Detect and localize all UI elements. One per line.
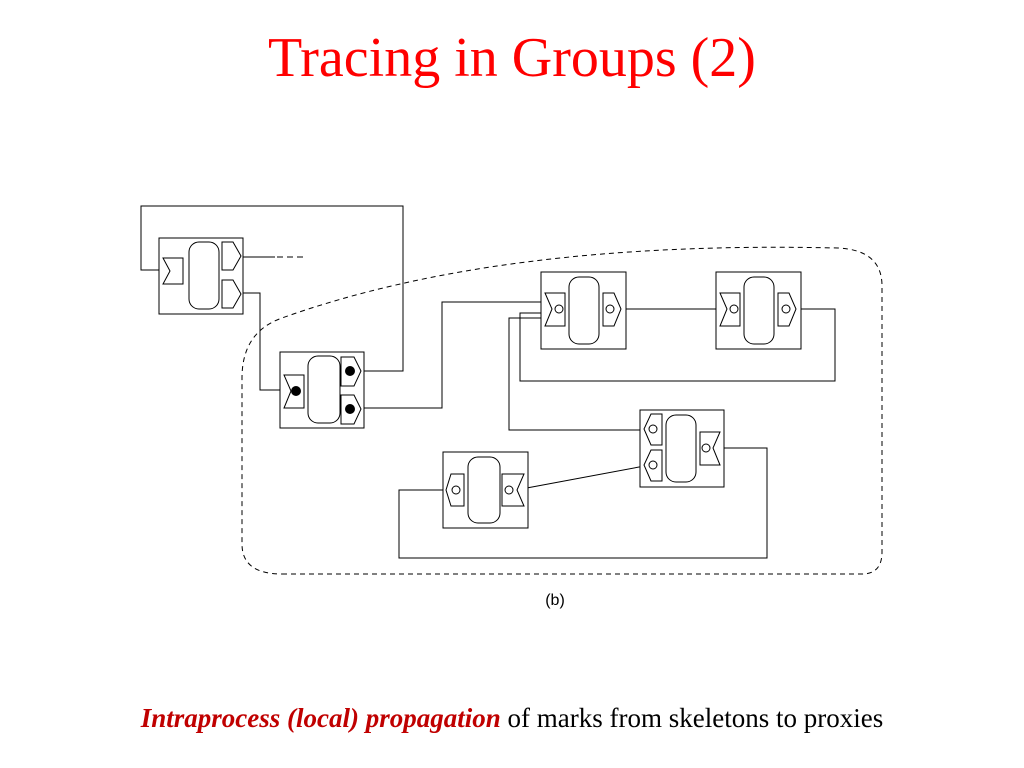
process-box-a xyxy=(158,237,244,315)
process-box-e xyxy=(639,409,725,488)
wire-e-to-c xyxy=(508,317,645,431)
wire-process-a-to-b xyxy=(236,292,288,391)
slide-title: Tracing in Groups (2) xyxy=(268,27,756,89)
wire-e-loop xyxy=(398,447,768,559)
proxy-mark xyxy=(648,424,658,434)
proxy-mark xyxy=(781,304,791,314)
footer-emphasis: Intraprocess (local) propagation xyxy=(140,703,501,733)
skeleton-mark xyxy=(504,485,514,495)
skeleton-mark xyxy=(554,304,564,314)
wire-d-loop xyxy=(519,308,836,382)
process-box-c xyxy=(540,271,627,350)
proxy-mark xyxy=(648,460,658,470)
marked-proxy-dot xyxy=(345,366,355,376)
process-box-b xyxy=(279,351,365,429)
wire-b-to-c xyxy=(357,301,548,409)
skeleton-stub xyxy=(162,257,184,285)
group-boundary xyxy=(241,246,883,575)
process-box-f xyxy=(442,451,529,529)
proxy-stub xyxy=(221,241,242,271)
wire-top-loop xyxy=(140,205,404,372)
proxy-mark xyxy=(451,485,461,495)
skeleton-mark xyxy=(729,304,739,314)
wire-f-to-e xyxy=(515,464,651,491)
reference-wires xyxy=(140,205,836,559)
marked-proxy-dot xyxy=(345,404,355,414)
figure-caption: (b) xyxy=(545,592,565,609)
process-box-d xyxy=(715,271,802,350)
proxy-stub xyxy=(221,279,242,309)
skeleton-mark xyxy=(701,443,711,453)
footer-text: of marks from skeletons to proxies xyxy=(500,703,884,733)
slide-footer: Intraprocess (local) propagation of mark… xyxy=(0,703,1024,734)
proxy-mark xyxy=(605,304,615,314)
marked-skeleton-dot xyxy=(291,386,301,396)
